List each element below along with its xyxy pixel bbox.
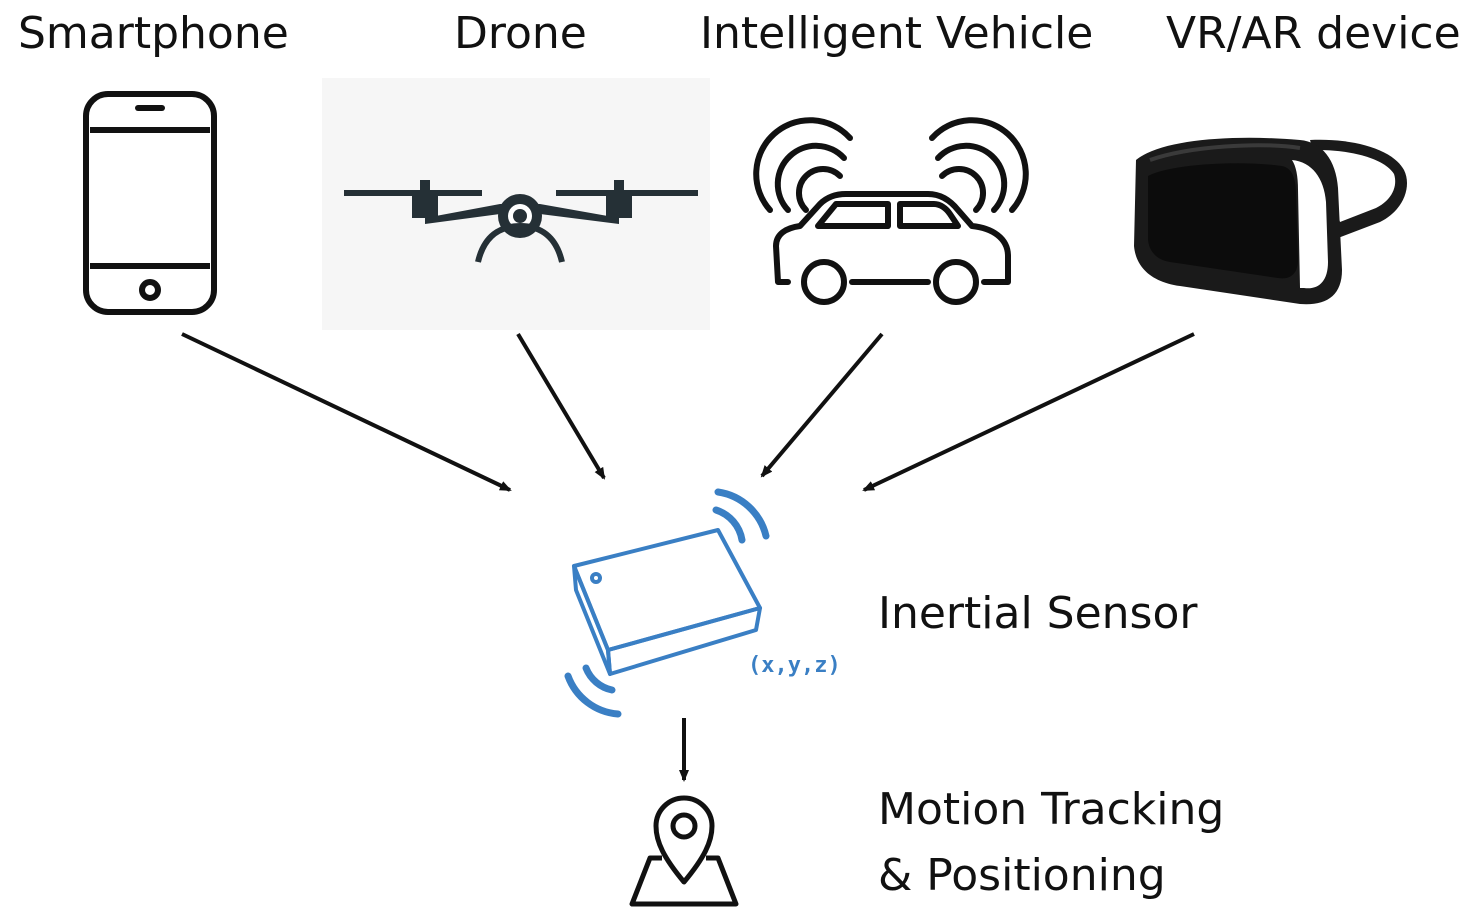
device-label-drone: Drone [454, 8, 587, 59]
arrow-drone [516, 332, 606, 480]
device-label-vr-ar: VR/AR device [1166, 8, 1461, 59]
map-pin-icon [629, 795, 739, 907]
drone-icon [322, 78, 710, 330]
arrow-smartphone [181, 332, 512, 492]
smartphone-icon [83, 91, 217, 315]
sensor-label: Inertial Sensor [878, 588, 1198, 639]
arrows-devices-to-sensor [181, 332, 1195, 492]
device-label-smartphone: Smartphone [18, 8, 289, 59]
output-label-line2: & Positioning [878, 850, 1166, 901]
car-icon [753, 117, 1029, 305]
arrow-vehicle [760, 332, 884, 478]
imu-sensor-icon [564, 488, 770, 718]
arrow-vr-ar [862, 332, 1195, 492]
sensor-axes-text: (x,y,z) [748, 653, 841, 678]
device-label-vehicle: Intelligent Vehicle [700, 8, 1094, 59]
output-label-line1: Motion Tracking [878, 784, 1225, 835]
vr-headset-icon [1134, 137, 1407, 305]
